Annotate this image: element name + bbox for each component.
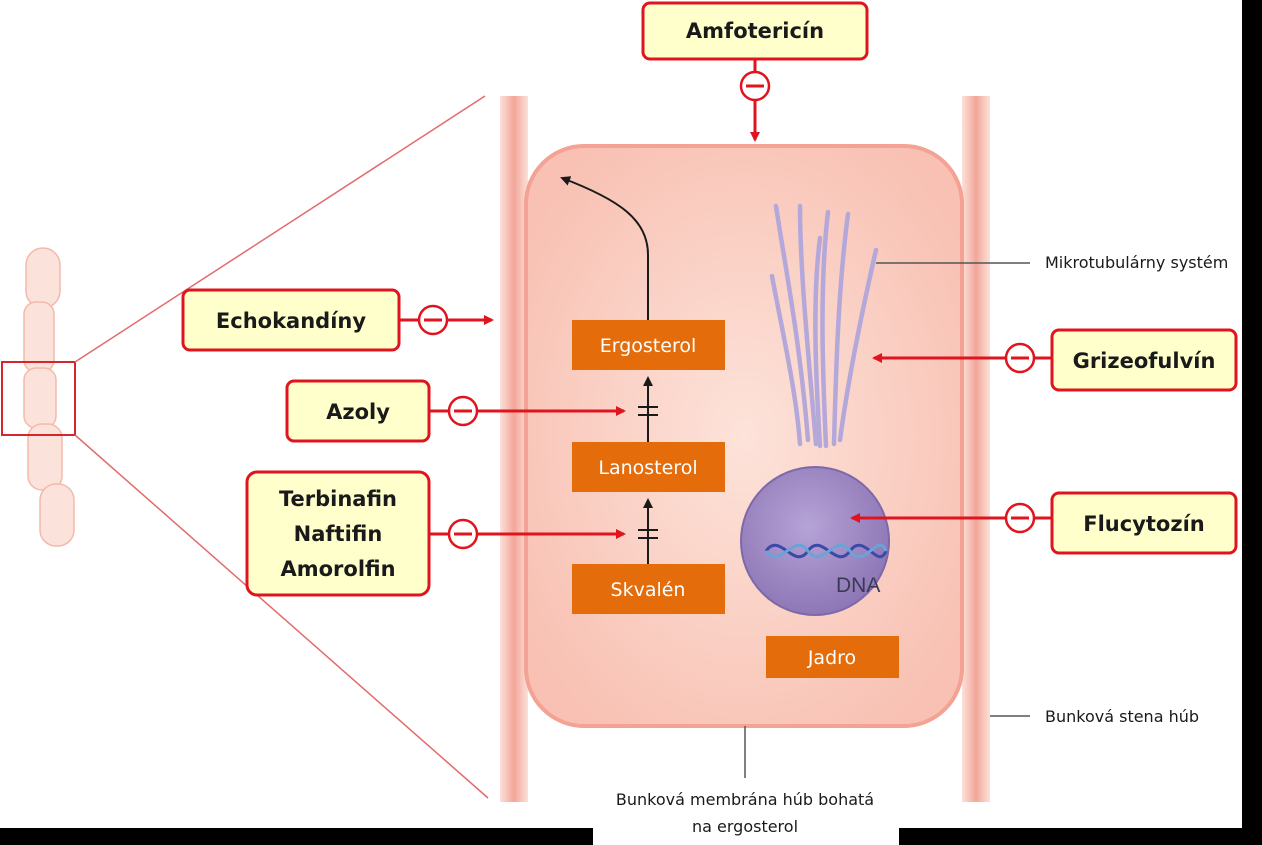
minus-circle-icon bbox=[1004, 502, 1036, 534]
dna-label: DNA bbox=[836, 574, 880, 597]
zoom-line-top bbox=[74, 95, 486, 363]
minus-circle-icon bbox=[1004, 342, 1036, 374]
minus-circle-icon bbox=[447, 518, 479, 550]
pathway-arrow-ergosterol-membrane bbox=[560, 176, 649, 320]
ergosterol-box bbox=[572, 320, 725, 370]
jadro-label: Jadro bbox=[807, 647, 856, 669]
zoom-line-bottom bbox=[74, 434, 489, 799]
lanosterol-box bbox=[572, 442, 725, 492]
bunkova-stena-label: Bunková stena húb bbox=[1045, 707, 1199, 726]
membrana-label-line1: Bunková membrána húb bohatá bbox=[616, 790, 874, 809]
pathway-arrow-skvalen-lanosterol bbox=[638, 498, 658, 564]
minus-circle-icon bbox=[417, 304, 449, 336]
echokandiny-label: Echokandíny bbox=[216, 309, 366, 333]
microtubule-system bbox=[769, 203, 879, 449]
flucytozin-label: Flucytozín bbox=[1083, 512, 1204, 536]
membrana-label-line2: na ergosterol bbox=[692, 817, 798, 836]
azoly-label: Azoly bbox=[326, 400, 390, 424]
ergosterol-label: Ergosterol bbox=[600, 335, 697, 357]
nucleus bbox=[740, 466, 890, 616]
lanosterol-label: Lanosterol bbox=[598, 457, 697, 479]
minus-circle-icon bbox=[447, 395, 479, 427]
mikrotubularny-label: Mikrotubulárny systém bbox=[1045, 253, 1228, 272]
grizeofulvin-box[interactable] bbox=[1050, 328, 1238, 392]
cell-wall-right bbox=[962, 96, 990, 802]
fungal-hypha bbox=[23, 247, 75, 547]
skvalen-box bbox=[572, 564, 725, 614]
amfotericin-label: Amfotericín bbox=[686, 19, 824, 43]
dna-helix-icon bbox=[764, 543, 888, 559]
naftifin-label: Naftifin bbox=[294, 522, 383, 546]
zoom-selection-box bbox=[1, 361, 76, 436]
flucytozin-box[interactable] bbox=[1050, 491, 1238, 555]
minus-circle-icon bbox=[739, 70, 771, 102]
jadro-box bbox=[766, 636, 899, 678]
white-panel-right-top bbox=[1242, 0, 1262, 282]
white-panel-bottom-caption bbox=[593, 826, 899, 845]
terbinafin-label: Terbinafin bbox=[279, 487, 397, 511]
pathway-arrow-lanosterol-ergosterol bbox=[638, 376, 658, 442]
amorolfin-label: Amorolfin bbox=[280, 557, 395, 581]
skvalen-label: Skvalén bbox=[611, 579, 686, 601]
cell-wall-left bbox=[500, 96, 528, 802]
grizeofulvin-label: Grizeofulvín bbox=[1073, 349, 1216, 373]
